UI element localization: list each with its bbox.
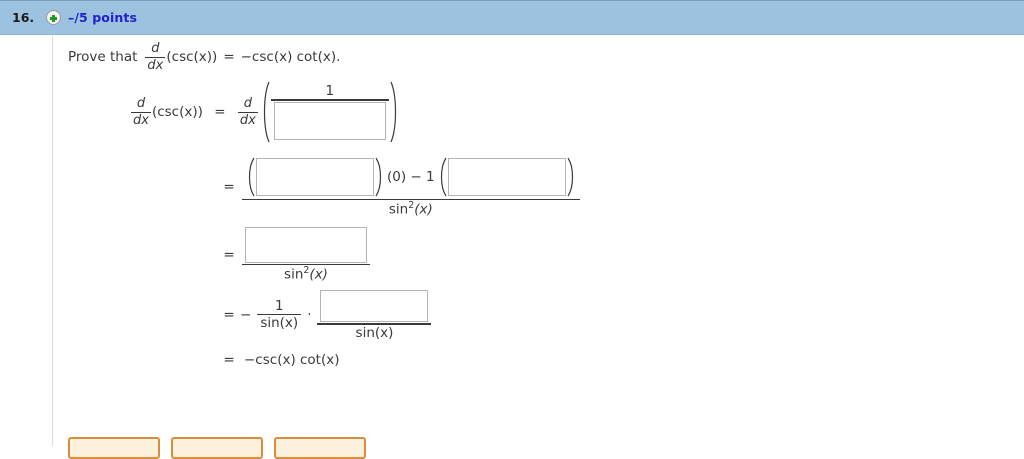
line2-close-paren-icon: [374, 156, 385, 198]
answer-box-line2-second[interactable]: [447, 158, 566, 196]
line1-rhs-derivative-operator: d dx: [237, 95, 258, 128]
prompt-equals: =: [223, 49, 235, 65]
line2-denominator-exponent: 2: [408, 200, 415, 212]
line5-equals: =: [223, 351, 235, 368]
line2-fraction: (0) − 1 sin2(x): [242, 156, 580, 217]
line1-rhs-d: d: [243, 95, 252, 111]
work-line-5: = −csc(x) cot(x): [220, 352, 1008, 368]
line2-denominator-arg: (x): [414, 201, 433, 218]
footer-button-1[interactable]: [68, 437, 160, 459]
line4-second-fraction-denominator: sin(x): [355, 324, 394, 341]
answer-box-line2-first[interactable]: [256, 158, 374, 196]
points-label: –/5 points: [68, 10, 137, 25]
line1-fraction-numerator: 1: [325, 83, 335, 100]
line1-fraction-denominator: [271, 101, 389, 140]
line1-lhs-derivative-operator: d dx: [131, 97, 151, 127]
line3-equals: =: [223, 246, 235, 263]
work-line-4: = − 1 sin(x) · sin(x): [220, 290, 1008, 340]
line3-denominator-arg: (x): [309, 266, 328, 283]
line2-denominator-sin: sin: [388, 201, 409, 218]
line4-first-fraction-numerator: 1: [274, 298, 284, 315]
line4-first-fraction-denominator: sin(x): [260, 315, 299, 332]
work-line-3: = sin2(x): [220, 227, 1008, 282]
footer-button-row: [68, 437, 366, 459]
line4-second-fraction-bar: [317, 323, 432, 325]
prompt-function: (csc(x)): [166, 49, 218, 65]
line1-fraction-bar: [270, 99, 389, 101]
prompt-right-hand-side: −csc(x) cot(x).: [240, 49, 341, 65]
line4-second-fraction-numerator: [317, 290, 431, 323]
prompt-lead-text: Prove that: [68, 49, 138, 65]
line4-first-fraction: 1 sin(x): [257, 298, 302, 332]
line4-minus-sign: −: [240, 306, 252, 323]
line2-numerator: (0) − 1: [242, 156, 580, 198]
line1-rhs-bar: [237, 111, 258, 113]
prompt-derivative-denominator: dx: [147, 57, 164, 73]
line5-result: −csc(x) cot(x): [244, 351, 340, 368]
line3-denominator-sin: sin: [284, 266, 304, 283]
left-divider-rule: [52, 36, 53, 446]
line3-denominator-exponent: 2: [303, 265, 310, 277]
work-line-1: d dx (csc(x)) = d dx 1: [130, 80, 1008, 144]
line4-multiplication-dot: ·: [307, 306, 312, 323]
answer-box-line4-numerator[interactable]: [320, 290, 429, 323]
question-header-inner: 16. –/5 points: [0, 1, 1024, 34]
line2-middle-text: (0) − 1: [387, 168, 435, 185]
line2-open-paren-icon: [245, 156, 256, 198]
prompt-derivative-operator: d dx: [145, 40, 166, 73]
line2-fraction-bar: [242, 199, 580, 201]
line3-numerator: [242, 227, 370, 264]
line1-rhs-dx: dx: [239, 112, 256, 128]
prompt-derivative-bar: [145, 56, 166, 58]
line1-lhs-d: d: [136, 95, 146, 111]
line1-fraction: 1: [270, 83, 389, 140]
footer-button-3[interactable]: [274, 437, 366, 459]
line1-lhs-dx: dx: [133, 112, 149, 128]
line2-equals: =: [223, 178, 235, 195]
problem-statement: Prove that d dx (csc(x)) = −csc(x) cot(x…: [68, 40, 1008, 73]
work-line-2: = (0) − 1 sin2(x): [220, 156, 1008, 217]
line4-equals: =: [223, 306, 235, 323]
prompt-derivative-numerator: d: [151, 40, 160, 56]
question-number: 16.: [12, 10, 35, 25]
line2-close-paren2-icon: [566, 156, 577, 198]
plus-circle-icon[interactable]: [46, 10, 61, 25]
line1-lhs-bar: [131, 111, 151, 113]
line2-denominator: sin2(x): [386, 201, 436, 217]
line4-second-fraction: sin(x): [317, 290, 432, 341]
line3-fraction-bar: [242, 264, 370, 266]
line1-lhs-function: (csc(x)): [151, 104, 203, 120]
line2-open-paren2-icon: [437, 156, 448, 198]
question-header-bar: 16. –/5 points: [0, 0, 1024, 35]
line1-open-paren-icon: [259, 80, 271, 144]
line4-first-fraction-bar: [257, 314, 302, 316]
question-body: Prove that d dx (csc(x)) = −csc(x) cot(x…: [68, 40, 1008, 368]
answer-box-line1-denominator[interactable]: [273, 101, 386, 140]
line1-close-paren-icon: [389, 80, 401, 144]
line3-denominator: sin2(x): [281, 266, 331, 282]
line3-fraction: sin2(x): [242, 227, 370, 282]
footer-button-2[interactable]: [171, 437, 263, 459]
line1-equals: =: [214, 104, 226, 120]
answer-box-line3-numerator[interactable]: [245, 227, 367, 264]
